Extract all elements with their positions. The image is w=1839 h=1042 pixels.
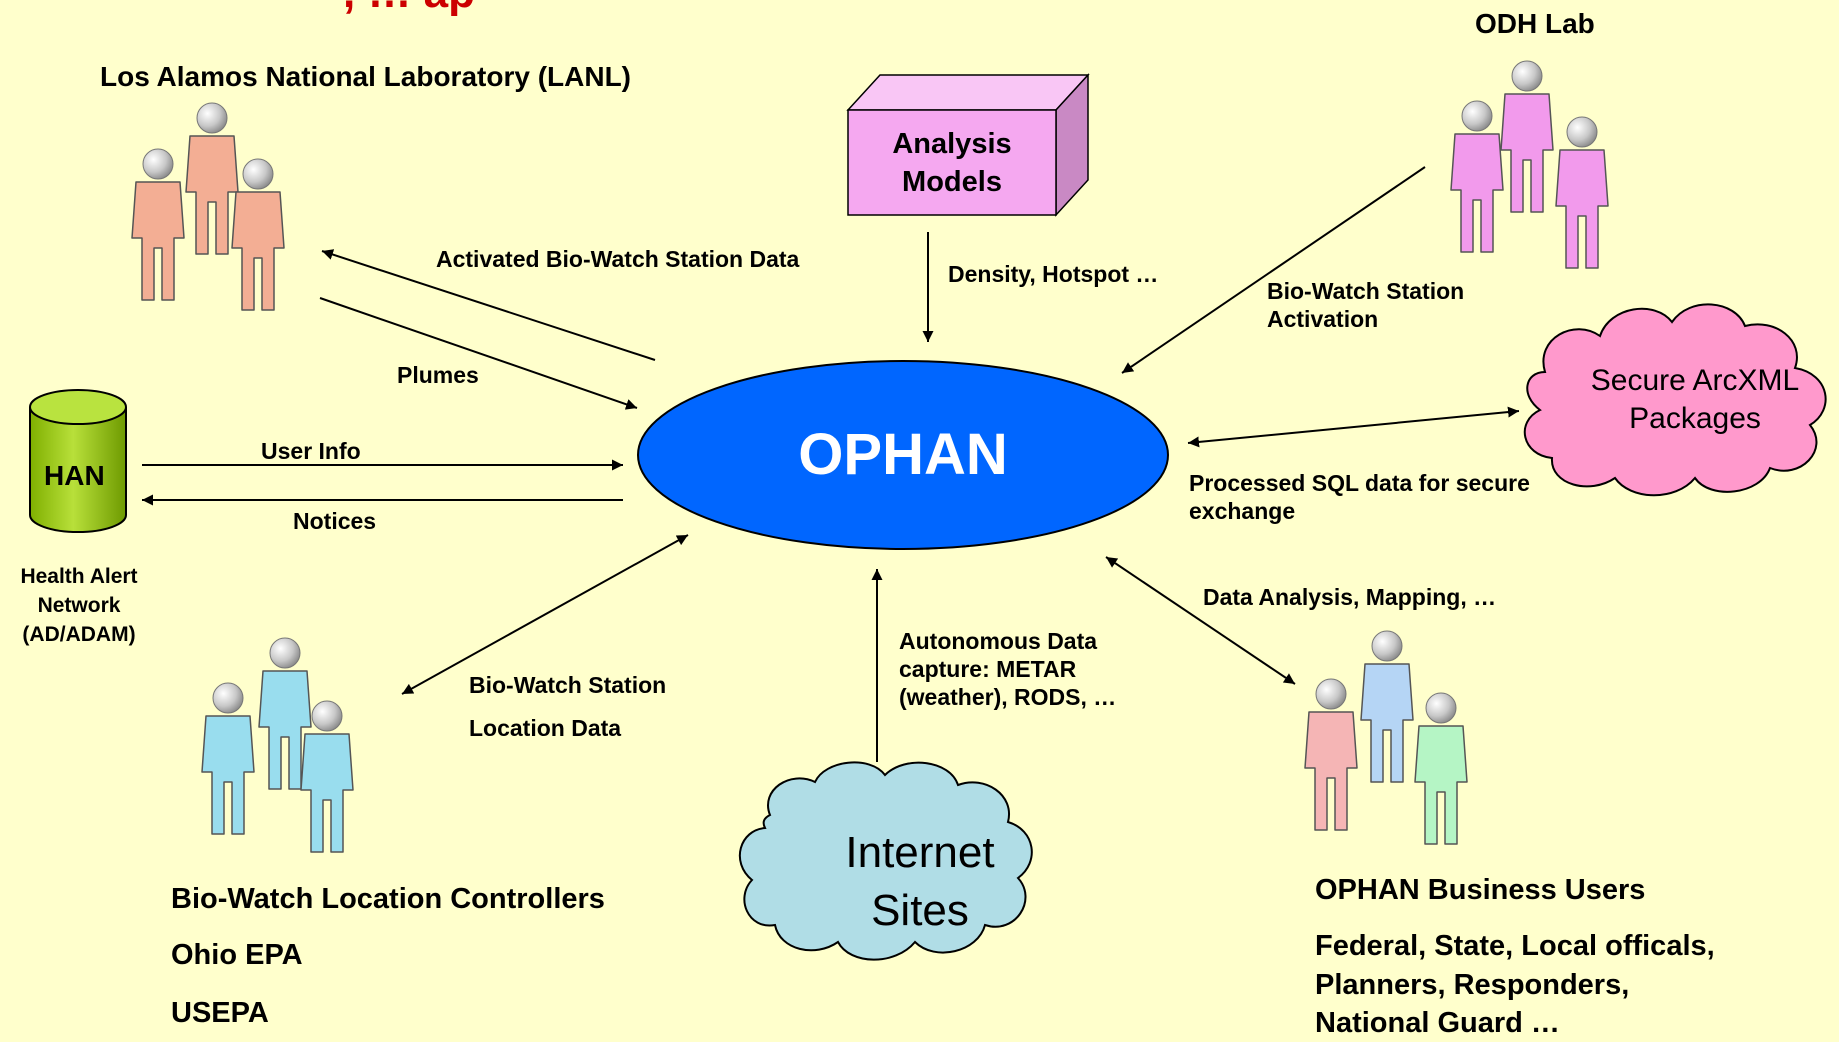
- business-users-line3: Planners, Responders,: [1315, 969, 1630, 1001]
- edge-location-data: [401, 534, 689, 695]
- edge-label-user-info: User Info: [261, 438, 361, 464]
- analysis-models-label: Analysis Models: [848, 125, 1056, 201]
- secure-packages-line2: Packages: [1629, 402, 1761, 435]
- internet-sites-label: Internet Sites: [770, 824, 1070, 940]
- odh-people-icon: [1450, 60, 1609, 269]
- edge-label-density-hotspot: Density, Hotspot …: [948, 261, 1159, 287]
- edge-label-location-data-line1: Bio-Watch Station: [469, 672, 667, 698]
- edge-activated-biowatch: [321, 249, 656, 361]
- edge-label-biowatch-activation-line1: Bio-Watch Station: [1267, 278, 1465, 304]
- internet-sites-cloud: [738, 761, 1033, 961]
- internet-sites-line2: Sites: [871, 886, 969, 935]
- secure-packages-label: Secure ArcXML Packages: [1560, 362, 1830, 438]
- ohio-epa-label: Ohio EPA: [171, 939, 303, 971]
- edge-data-analysis: [1105, 556, 1296, 685]
- ophan-label: OPHAN: [798, 422, 1008, 487]
- edge-label-notices: Notices: [293, 508, 377, 534]
- odh-lab-label: ODH Lab: [1475, 8, 1595, 39]
- edge-label-activated-biowatch: Activated Bio-Watch Station Data: [436, 246, 800, 272]
- han-caption: Health Alert Network (AD/ADAM): [0, 562, 158, 649]
- edge-label-biowatch-activation: Bio-Watch Station Activation: [1267, 277, 1464, 333]
- edge-biowatch-activation: [1121, 166, 1426, 374]
- biowatch-controllers-label: Bio-Watch Location Controllers: [171, 883, 605, 915]
- edge-label-processed-sql: Processed SQL data for secure exchange: [1189, 469, 1530, 525]
- usepa-label: USEPA: [171, 997, 269, 1029]
- secure-packages-line1: Secure ArcXML: [1590, 364, 1800, 397]
- edge-plumes: [319, 297, 638, 410]
- header-fragment: , … ap: [343, 0, 475, 17]
- analysis-models-line1: Analysis: [892, 128, 1012, 160]
- secure-packages-cloud: [1523, 303, 1827, 497]
- edge-label-biowatch-activation-line2: Activation: [1267, 306, 1379, 332]
- edge-label-processed-sql-line1: Processed SQL data for secure: [1189, 470, 1530, 496]
- edges: [142, 166, 1520, 762]
- analysis-models-box: [846, 73, 1090, 217]
- edge-label-plumes: Plumes: [397, 362, 479, 388]
- business-users-label: OPHAN Business Users: [1315, 874, 1646, 906]
- edge-label-autonomous-line1: Autonomous Data: [899, 628, 1098, 654]
- ophan-hub: [637, 360, 1169, 550]
- business-users-line4: National Guard …: [1315, 1007, 1560, 1039]
- edge-label-location-data-line2: Location Data: [469, 715, 622, 741]
- edge-label-autonomous-line3: (weather), RODS, …: [899, 684, 1117, 710]
- lanl-label: Los Alamos National Laboratory (LANL): [100, 61, 632, 92]
- business-users-line2: Federal, State, Local officals,: [1315, 930, 1715, 962]
- han-database-icon: [29, 389, 127, 533]
- han-caption-line1: Health Alert: [20, 565, 138, 588]
- internet-sites-line1: Internet: [845, 828, 995, 877]
- biowatch-controllers-people-icon: [201, 637, 354, 853]
- edge-processed-sql: [1187, 406, 1520, 448]
- edge-label-processed-sql-line2: exchange: [1189, 498, 1296, 524]
- edge-label-autonomous: Autonomous Data capture: METAR (weather)…: [899, 627, 1116, 711]
- edge-label-data-analysis: Data Analysis, Mapping, …: [1203, 584, 1497, 610]
- analysis-models-line2: Models: [902, 166, 1002, 198]
- business-users-people-icon: [1304, 630, 1468, 845]
- han-caption-line2: Network: [37, 594, 121, 617]
- edge-label-autonomous-line2: capture: METAR: [899, 656, 1077, 682]
- han-label: HAN: [44, 460, 105, 491]
- han-caption-line3: (AD/ADAM): [22, 623, 136, 646]
- lanl-people-icon: [131, 102, 285, 311]
